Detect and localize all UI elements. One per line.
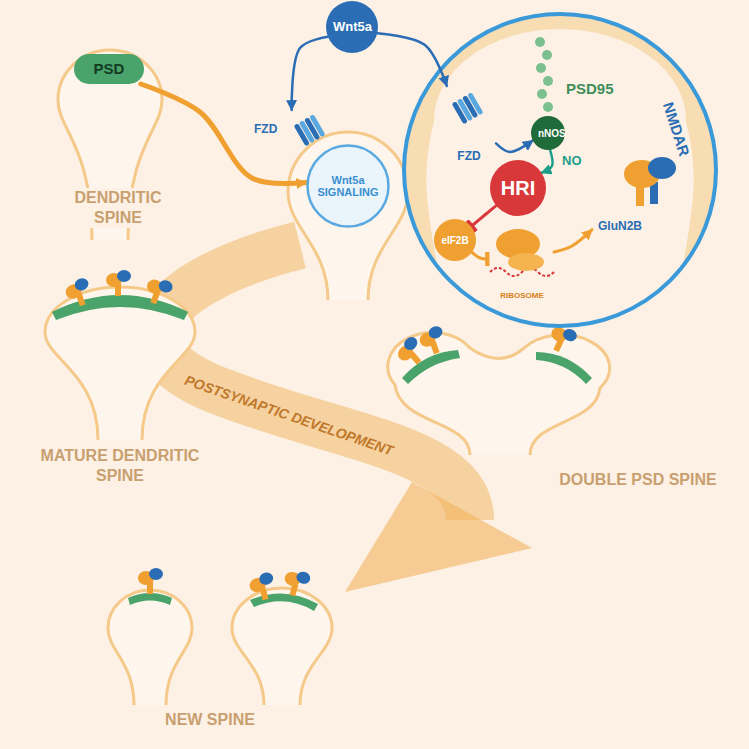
psd95-bead (543, 102, 553, 112)
node-text: HRI (501, 177, 535, 199)
receptor-symbol (281, 567, 312, 599)
arrow-connector (377, 33, 447, 86)
edge-label: NO (560, 153, 584, 169)
structure-label: DOUBLE PSD SPINE (548, 470, 728, 490)
protein-label: PSD95 (566, 80, 614, 99)
receptor-symbol (138, 568, 163, 594)
signaling-circle: Wnt5a SIGNALING (306, 144, 390, 228)
receptor-node: FZD (252, 110, 326, 150)
receptor-symbol (142, 275, 174, 308)
psd-density (536, 352, 592, 384)
psd-density (128, 593, 172, 605)
structure-label: NEW SPINE (150, 710, 270, 730)
node-text: Wnt5a (333, 20, 371, 34)
inhibition-connector (471, 206, 496, 227)
psd95-bead (535, 37, 545, 47)
ribosome-node: RIBOSOME (488, 222, 554, 304)
node-text: RIBOSOME (500, 292, 544, 301)
factor-circle: eIF2B (434, 219, 476, 261)
nmdar-receptor: GluN2B (592, 148, 684, 236)
arrow-connector (542, 150, 553, 173)
receptor-symbol (247, 571, 278, 603)
arrow-connector (292, 37, 328, 110)
arrow-connector (496, 141, 533, 152)
ligand-circle: Wnt5a (326, 1, 378, 53)
spine-outline (388, 332, 610, 455)
node-text: FZD (254, 123, 277, 136)
inset-ground (404, 14, 716, 326)
receptor-node: FZD (440, 86, 496, 166)
arrow-connector (141, 84, 306, 184)
psd95-bead (537, 89, 547, 99)
node-text: GluN2B (598, 220, 642, 233)
receptor-symbol (63, 276, 95, 309)
psd-density: PSD (74, 54, 144, 84)
node-text: nNOS (538, 128, 558, 139)
development-arrowhead (345, 482, 532, 592)
spine-outline (288, 132, 408, 300)
node-text: FZD (457, 150, 480, 163)
receptor-label: NMDAR (658, 100, 693, 159)
process-label: POSTSYNAPTIC DEVELOPMENT (182, 372, 395, 460)
psd95-bead (543, 76, 553, 86)
structure-label: MATURE DENDRITIC SPINE (40, 446, 200, 486)
node-text: PSD (94, 61, 125, 78)
psd-density (52, 296, 188, 320)
psd95-bead (536, 63, 546, 73)
membrane-band (412, 15, 707, 345)
inset-border (404, 14, 716, 326)
kinase-circle: HRI (490, 160, 546, 216)
spine-outline (45, 287, 195, 440)
psd95-bead (542, 50, 552, 60)
psd-density (250, 593, 318, 611)
node-text: Wnt5a SIGNALING (313, 174, 383, 198)
inhibition-connector (472, 252, 488, 259)
node-text: eIF2B (441, 235, 468, 246)
spine-outline (232, 588, 332, 705)
structure-label: DENDRITIC SPINE (66, 188, 170, 228)
receptor-symbol (106, 270, 131, 296)
spine-outline (108, 590, 192, 705)
enzyme-circle: nNOS (531, 116, 565, 150)
receptor-symbol (417, 324, 449, 357)
arrow-connector (554, 230, 592, 252)
